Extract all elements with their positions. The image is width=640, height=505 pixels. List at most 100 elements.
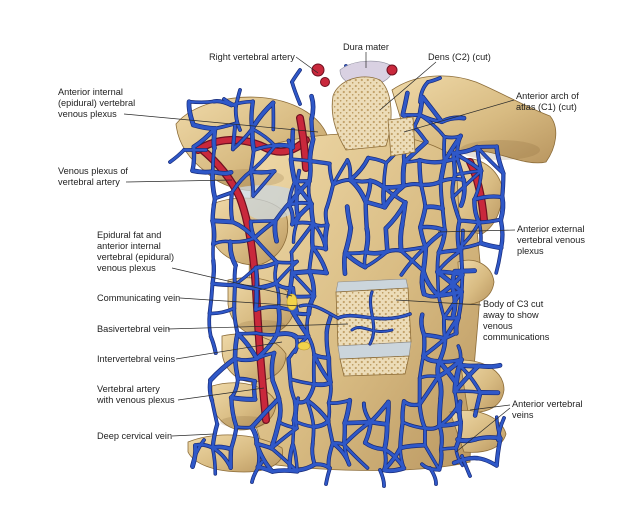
vein-segment <box>423 205 445 211</box>
vein-segment <box>252 170 276 198</box>
vein-segment <box>327 356 333 385</box>
vein-segment <box>384 226 389 254</box>
vein-segment <box>473 390 482 418</box>
label-venous-plexus-vertebral-artery: Venous plexus of <box>58 166 128 176</box>
vein-segment <box>472 197 481 224</box>
vein-segment <box>309 202 315 226</box>
right-vertebral-artery <box>297 115 309 171</box>
vein-segment <box>277 420 298 430</box>
vein-segment <box>294 194 300 220</box>
basivertebral-veins <box>299 291 412 345</box>
leader-line-intervertebral-veins <box>175 341 283 360</box>
vein-segment <box>421 245 428 273</box>
vein-segment <box>305 313 310 338</box>
vein-segment <box>362 402 372 424</box>
vein-segment <box>364 226 370 254</box>
label-body-c3: venous <box>483 321 513 331</box>
vein-segment <box>190 438 206 468</box>
vein-segment <box>418 375 440 380</box>
vein-segment <box>382 184 406 209</box>
label-anterior-vertebral-veins: veins <box>512 410 534 420</box>
vein-segment <box>325 183 335 209</box>
vein-segment <box>211 258 216 286</box>
vein-segment <box>270 468 299 474</box>
label-venous-plexus-vertebral-artery: vertebral artery <box>58 177 120 187</box>
vein-segment <box>211 147 216 173</box>
vein-segment <box>451 151 457 177</box>
vein-segment <box>290 222 315 254</box>
vein-segment <box>421 333 426 358</box>
vein-segment <box>209 335 218 355</box>
label-anterior-vertebral-veins: Anterior vertebral <box>512 399 582 409</box>
vein-segment <box>386 248 403 253</box>
vein-segment <box>342 443 369 470</box>
vein-segment <box>211 197 217 223</box>
vein-segment <box>250 396 281 429</box>
vein-segment <box>378 468 386 488</box>
vein-segment <box>453 169 483 176</box>
vein-segment <box>475 145 483 173</box>
vein-segment <box>294 397 300 430</box>
vein-segment <box>211 219 216 246</box>
leader-line-communicating-vein <box>179 297 301 307</box>
vein-segment <box>210 219 235 224</box>
leader-line-anterior-arch-atlas <box>403 99 515 133</box>
vein-segment <box>188 100 215 104</box>
leader-line-vertebral-artery-plexus <box>177 387 265 401</box>
vein-segment <box>232 283 237 310</box>
vein-segment <box>479 241 503 250</box>
vein-segment <box>436 249 463 274</box>
vein-segment <box>458 219 481 224</box>
vein-segment <box>308 159 332 166</box>
vein-segment <box>439 180 444 210</box>
vein-segment <box>273 143 295 150</box>
vein-segment <box>235 331 259 361</box>
vein-segment <box>457 241 483 250</box>
vein-segment <box>290 80 302 106</box>
vein-segment <box>249 148 255 173</box>
vein-segment <box>342 251 347 276</box>
vein-segment <box>499 195 505 222</box>
vein-segment <box>309 94 315 121</box>
label-anterior-external-plexus: Anterior external <box>517 224 584 234</box>
vein-segment <box>193 443 214 450</box>
vein-segment <box>235 425 253 429</box>
vein-segment <box>495 145 505 176</box>
vein-segment <box>453 268 477 274</box>
vein-segment <box>422 333 447 341</box>
vein-segment <box>473 169 483 201</box>
vein-segment <box>439 177 466 183</box>
vein-segment <box>382 466 406 473</box>
vein-segment <box>442 316 447 340</box>
vein-segment <box>310 117 315 141</box>
vein-segment <box>229 191 234 224</box>
label-intervertebral-veins: Intervertebral veins <box>97 354 176 364</box>
vein-segment <box>475 456 499 468</box>
vein-segment <box>289 157 297 184</box>
leader-line-deep-cervical-vein <box>171 433 215 437</box>
vein-segment <box>451 151 483 173</box>
c4-vertebral-body-cut <box>339 355 410 377</box>
vein-segment <box>292 443 299 473</box>
vein-segment <box>343 420 373 425</box>
vein-segment <box>428 466 438 486</box>
label-anterior-external-plexus: plexus <box>517 246 544 256</box>
vein-segment <box>291 419 295 446</box>
vein-segment <box>168 148 186 164</box>
vein-segment <box>418 403 427 430</box>
label-right-vertebral-artery: Right vertebral artery <box>209 52 295 62</box>
vertebral-artery-stump <box>311 63 325 77</box>
vein-segment <box>422 337 447 358</box>
leader-line-right-vertebral-artery <box>295 56 319 74</box>
label-communicating-vein: Communicating vein <box>97 293 180 303</box>
vein-segment <box>343 226 353 255</box>
vein-segment <box>229 395 257 402</box>
vein-segment <box>457 363 481 368</box>
vein-segment <box>254 305 280 311</box>
vein-segment <box>495 246 503 275</box>
vein-segment <box>275 331 298 339</box>
vein-segment <box>236 377 257 383</box>
vein-segment <box>451 195 461 223</box>
vein-segment <box>342 420 372 446</box>
vein-segment <box>382 422 389 452</box>
